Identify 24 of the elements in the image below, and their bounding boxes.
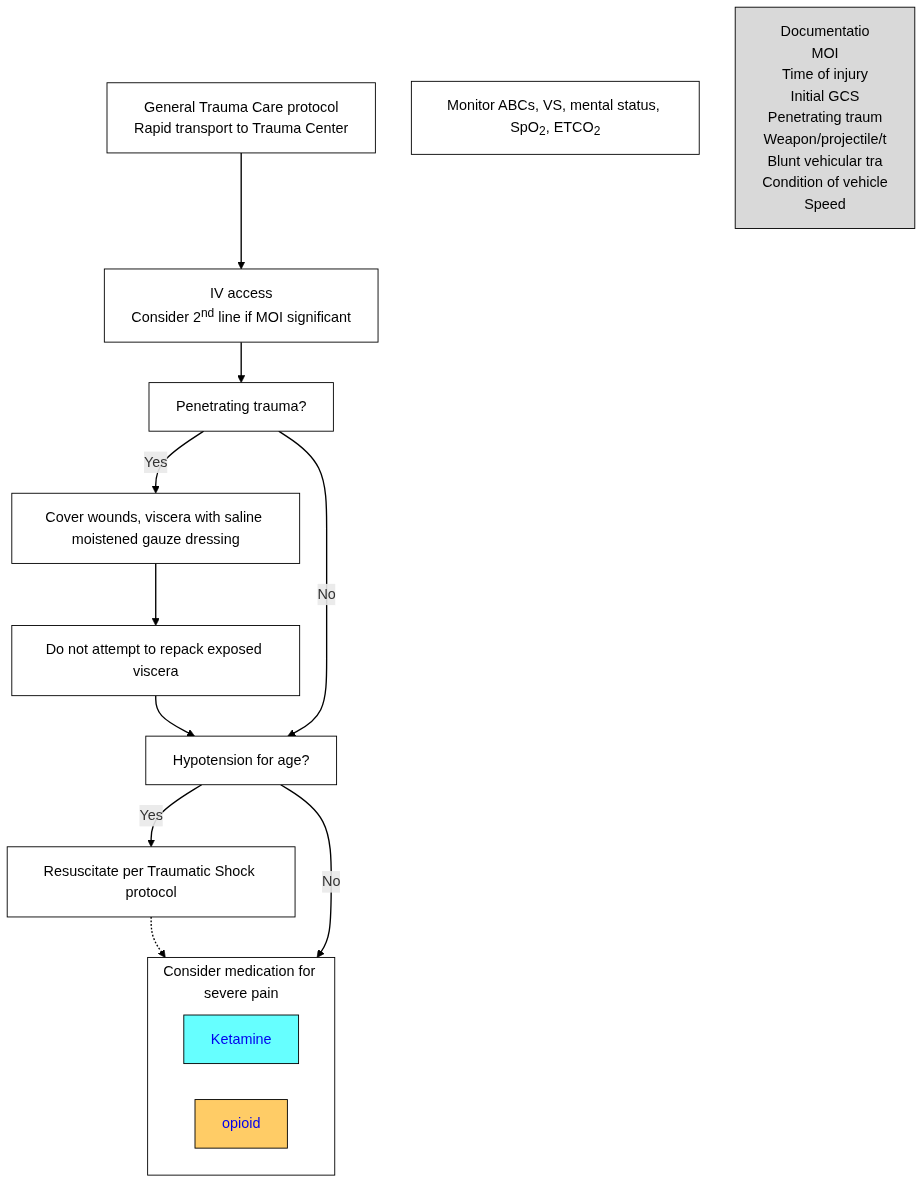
node-box: Penetrating trauma? [148, 382, 334, 432]
node-box: Hypotension for age? [145, 735, 338, 786]
arrow [237, 152, 246, 270]
node-box: IV access Consider 2$^{nd}$ line if MOI significant [103, 268, 379, 343]
edge-label: Yes [139, 807, 163, 823]
node-box: Cover wounds, viscera with saline moistened gauze dressing [11, 492, 301, 564]
node-box: opioid [194, 1099, 288, 1149]
edge-label: No [322, 873, 341, 890]
arrow [150, 916, 166, 958]
arrow [151, 430, 205, 494]
node-box: Documentatio MOI Time of injury Initial GCS Penetrating traum Weapon/projectile/t Blunt vehicular tra Condition of vehicle Speed [734, 6, 916, 229]
edge-label: No [317, 586, 336, 602]
node-box: Ketamine [183, 1014, 300, 1065]
arrow [147, 784, 203, 848]
arrow [280, 784, 332, 958]
arrow [237, 341, 246, 383]
edge-label: Yes [143, 454, 168, 470]
arrow [151, 562, 160, 626]
node-box: Do not attempt to repack exposed viscera [11, 625, 301, 697]
node-box: Resuscitate per Traumatic Shock protocol [6, 846, 296, 918]
node-box: Monitor ABCs, VS, mental status, SpO$_{2}$, ETCO$_{2}$ [410, 80, 700, 155]
arrow [155, 695, 195, 737]
arrow [278, 430, 328, 737]
node-box: General Trauma Care protocol Rapid transport to Trauma Center [106, 82, 376, 154]
